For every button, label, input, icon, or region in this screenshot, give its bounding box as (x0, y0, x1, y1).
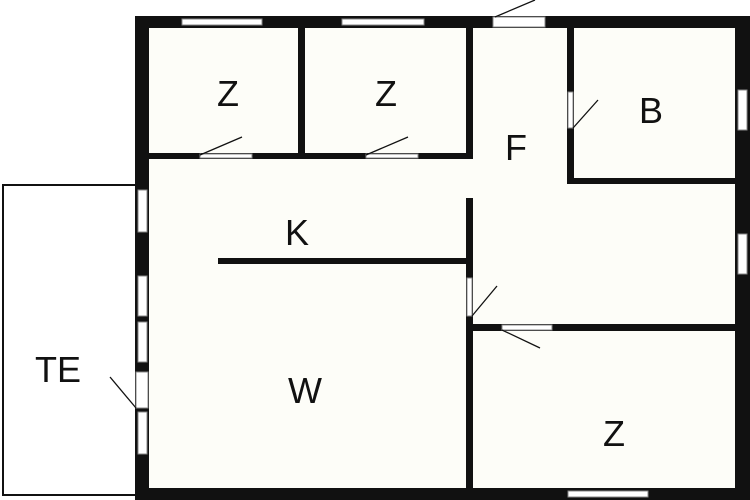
windows (137, 18, 748, 498)
window-flur-right (737, 233, 748, 275)
door-z1-swing (199, 136, 243, 156)
door-terrace-swing (109, 376, 137, 409)
wall-kitchen-counter (218, 258, 470, 264)
wall-z2-flur (466, 28, 473, 159)
door-entrance-opening (492, 16, 546, 28)
room-label-terrasse: TE (35, 349, 81, 390)
wall-top (135, 16, 750, 28)
window-left-3 (137, 321, 148, 363)
door-openings (135, 16, 574, 409)
room-label-zimmer-1: Z (217, 73, 239, 114)
room-label-kueche: K (285, 212, 309, 253)
door-bad-opening (567, 91, 574, 129)
wall-z1-z2 (298, 28, 305, 158)
door-terrace-opening (135, 371, 149, 409)
window-left-1 (137, 189, 148, 233)
window-bad-right (737, 89, 748, 131)
window-left-4 (137, 411, 148, 455)
door-z3-opening (501, 324, 553, 331)
window-z3-bottom (567, 490, 649, 498)
interior-floor (143, 22, 743, 490)
wall-bad-bottom (567, 178, 737, 184)
room-label-flur: F (505, 127, 527, 168)
wall-flur-vertical (466, 198, 473, 490)
room-label-wohnen: W (288, 370, 322, 411)
wall-rooms-bottom (149, 153, 472, 159)
window-z1-top (181, 18, 263, 26)
door-z1-opening (199, 153, 253, 159)
door-swings (109, 0, 599, 409)
terrace-area (2, 184, 138, 496)
door-wohnen-swing (471, 285, 498, 317)
door-entrance-swing (494, 0, 536, 18)
room-label-bad: B (639, 90, 663, 131)
door-z2-opening (365, 153, 419, 159)
door-bad-swing (572, 99, 599, 129)
room-label-zimmer-3: Z (603, 413, 625, 454)
room-label-zimmer-2: Z (375, 73, 397, 114)
window-left-2 (137, 275, 148, 317)
door-z2-swing (365, 136, 409, 156)
door-z3-swing (501, 329, 541, 349)
window-z2-top (341, 18, 425, 26)
door-wohnen-opening (466, 277, 473, 317)
wall-z3-top (470, 324, 737, 331)
wall-bottom (135, 488, 750, 500)
